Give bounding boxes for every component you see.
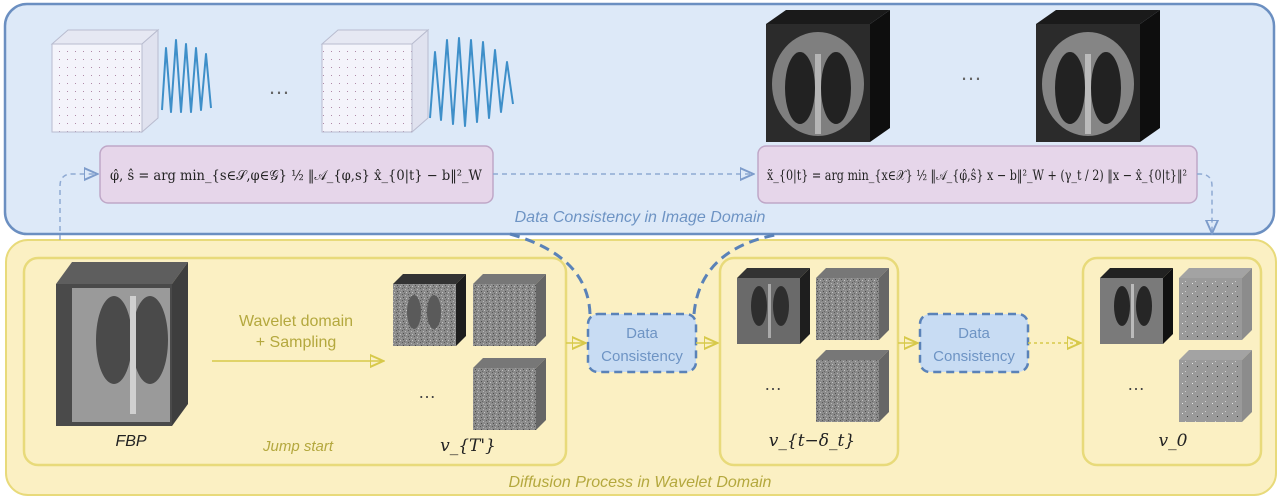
label-vt: v_{t−δ_t} bbox=[769, 431, 855, 451]
jump-start-label: Jump start bbox=[262, 438, 334, 455]
fbp-volume bbox=[56, 262, 188, 426]
caption-wavelet-domain: Diffusion Process in Wavelet Domain bbox=[509, 474, 772, 491]
caption-image-domain: Data Consistency in Image Domain bbox=[515, 209, 766, 226]
formula-left: φ̂, ŝ = arg min_{s∈𝒮,φ∈𝒢} ½ ‖𝒜_{φ,s} x̂_… bbox=[110, 168, 483, 184]
sine-wave-1 bbox=[161, 39, 212, 113]
motion-volume-2 bbox=[320, 28, 430, 134]
motion-volume-1 bbox=[50, 28, 160, 134]
label-v0: v_0 bbox=[1159, 431, 1188, 451]
sine-wave-2 bbox=[429, 37, 514, 127]
arrow-label-line2: + Sampling bbox=[256, 334, 337, 351]
connector-loop-in bbox=[59, 174, 96, 240]
dc1-line2: Consistency bbox=[601, 348, 683, 365]
ellipsis-top-left: … bbox=[268, 74, 290, 99]
ellipsis-v0: … bbox=[1127, 374, 1145, 394]
ct-volume-2 bbox=[1036, 10, 1160, 142]
wavelet-volume-vT-approx bbox=[393, 274, 466, 346]
wavelet-volume-v0-approx bbox=[1100, 268, 1173, 344]
wavelet-volume-vt-detail-1 bbox=[816, 268, 889, 340]
ellipsis-vt: … bbox=[764, 374, 782, 394]
curve-image-to-dc bbox=[509, 232, 592, 315]
wavelet-volume-v0-detail-1 bbox=[1179, 268, 1252, 340]
wavelet-volume-vT-detail-2 bbox=[473, 358, 546, 430]
dc1-line1: Data bbox=[626, 325, 658, 342]
wavelet-volume-vT-detail-1 bbox=[473, 274, 546, 346]
ellipsis-vT: … bbox=[418, 382, 436, 402]
dc2-line2: Consistency bbox=[933, 348, 1015, 365]
wavelet-volume-vt-detail-2 bbox=[816, 350, 889, 422]
wavelet-volume-v0-detail-2 bbox=[1179, 350, 1252, 422]
wavelet-volume-vt-approx bbox=[737, 268, 810, 344]
ct-volume-1 bbox=[766, 10, 890, 142]
dc2-line1: Data bbox=[958, 325, 990, 342]
fbp-label: FBP bbox=[115, 433, 146, 450]
arrow-label-line1: Wavelet domain bbox=[239, 313, 353, 330]
ellipsis-top-right: … bbox=[960, 60, 982, 85]
connector-loop-out bbox=[1197, 173, 1212, 232]
formula-right: x̃_{0|t} = arg min_{x∈𝒳} ½ ‖𝒜_{φ̂,ŝ} x −… bbox=[767, 168, 1187, 184]
label-vT: v_{T'} bbox=[440, 436, 496, 456]
